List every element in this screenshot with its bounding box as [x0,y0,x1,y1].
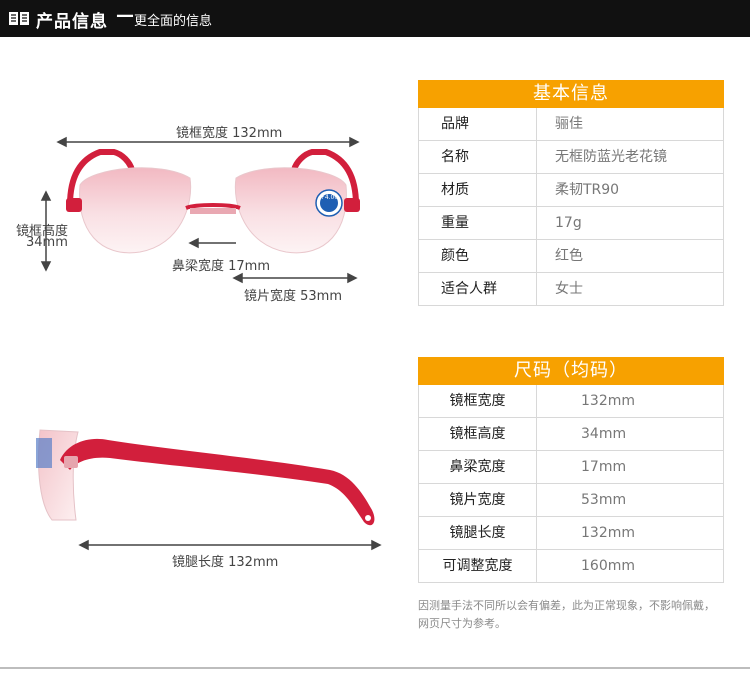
frame-height-arrow [40,190,52,272]
row-key: 镜框宽度 [419,385,537,417]
table-row: 可调整宽度 160mm [418,550,724,583]
table-row: 镜框高度 34mm [418,418,724,451]
lens-badge-text: +4.00 [320,194,339,201]
row-key: 名称 [419,141,537,173]
row-value: 17mm [581,459,627,475]
header-subtitle: 更全面的信息 [134,14,213,29]
row-value: 53mm [581,492,627,508]
front-view-glasses [66,149,360,254]
table-row: 颜色 红色 [418,240,724,273]
row-key: 镜框高度 [419,418,537,450]
lens-width-arrow [232,272,358,284]
header-dash: — [116,5,134,26]
row-key: 鼻梁宽度 [419,451,537,483]
table-row: 重量 17g [418,207,724,240]
lens-width-label: 镜片宽度 53mm [244,289,343,304]
row-value: 柔韧TR90 [555,182,620,198]
measurement-note: 因测量手法不同所以会有偏差，此为正常现象，不影响佩戴，网页尺寸为参考。 [418,599,715,630]
row-key: 镜腿长度 [419,517,537,549]
bridge-width-arrow [188,237,236,249]
row-value: 160mm [581,558,635,574]
basic-info-table: 基本信息 品牌 骊佳 名称 无框防蓝光老花镜 材质 柔韧TR90 重量 17g 颜色 红色… [418,80,724,306]
row-value: 34mm [581,426,627,442]
header-title: 产品信息 [36,12,108,32]
row-key: 颜色 [419,240,537,272]
row-key: 可调整宽度 [419,550,537,582]
table-row: 名称 无框防蓝光老花镜 [418,141,724,174]
row-value: 无框防蓝光老花镜 [555,149,667,165]
table-row: 适合人群 女士 [418,273,724,306]
row-value: 骊佳 [555,116,583,132]
row-key: 品牌 [419,108,537,140]
frame-height-value: 34mm [26,235,68,250]
row-value: 红色 [555,248,583,264]
side-view-glasses [36,429,375,526]
open-book-icon [9,12,29,25]
row-key: 镜片宽度 [419,484,537,516]
table-row: 镜片宽度 53mm [418,484,724,517]
temple-length-label: 镜腿长度 132mm [172,555,279,570]
frame-width-arrow [56,136,360,148]
frame-height-label: 镜框高度 [16,224,69,239]
row-value: 132mm [581,393,635,409]
table-row: 镜腿长度 132mm [418,517,724,550]
row-key: 重量 [419,207,537,239]
temple-length-arrow [78,539,382,551]
section-header: 产品信息 — 更全面的信息 [0,0,750,37]
size-info-table: 尺码（均码） 镜框宽度 132mm 镜框高度 34mm 鼻梁宽度 17mm 镜片宽度 5… [418,357,724,583]
basic-info-title: 基本信息 [418,80,724,108]
frame-width-label: 镜框宽度 132mm [176,126,283,141]
row-key: 材质 [419,174,537,206]
row-value: 17g [555,215,582,231]
table-row: 材质 柔韧TR90 [418,174,724,207]
table-row: 品牌 骊佳 [418,108,724,141]
bottom-divider [0,667,750,669]
table-row: 鼻梁宽度 17mm [418,451,724,484]
row-value: 女士 [555,281,583,297]
row-key: 适合人群 [419,273,537,305]
row-value: 132mm [581,525,635,541]
table-row: 镜框宽度 132mm [418,385,724,418]
size-info-title: 尺码（均码） [418,357,724,385]
bridge-width-label: 鼻梁宽度 17mm [172,259,271,274]
